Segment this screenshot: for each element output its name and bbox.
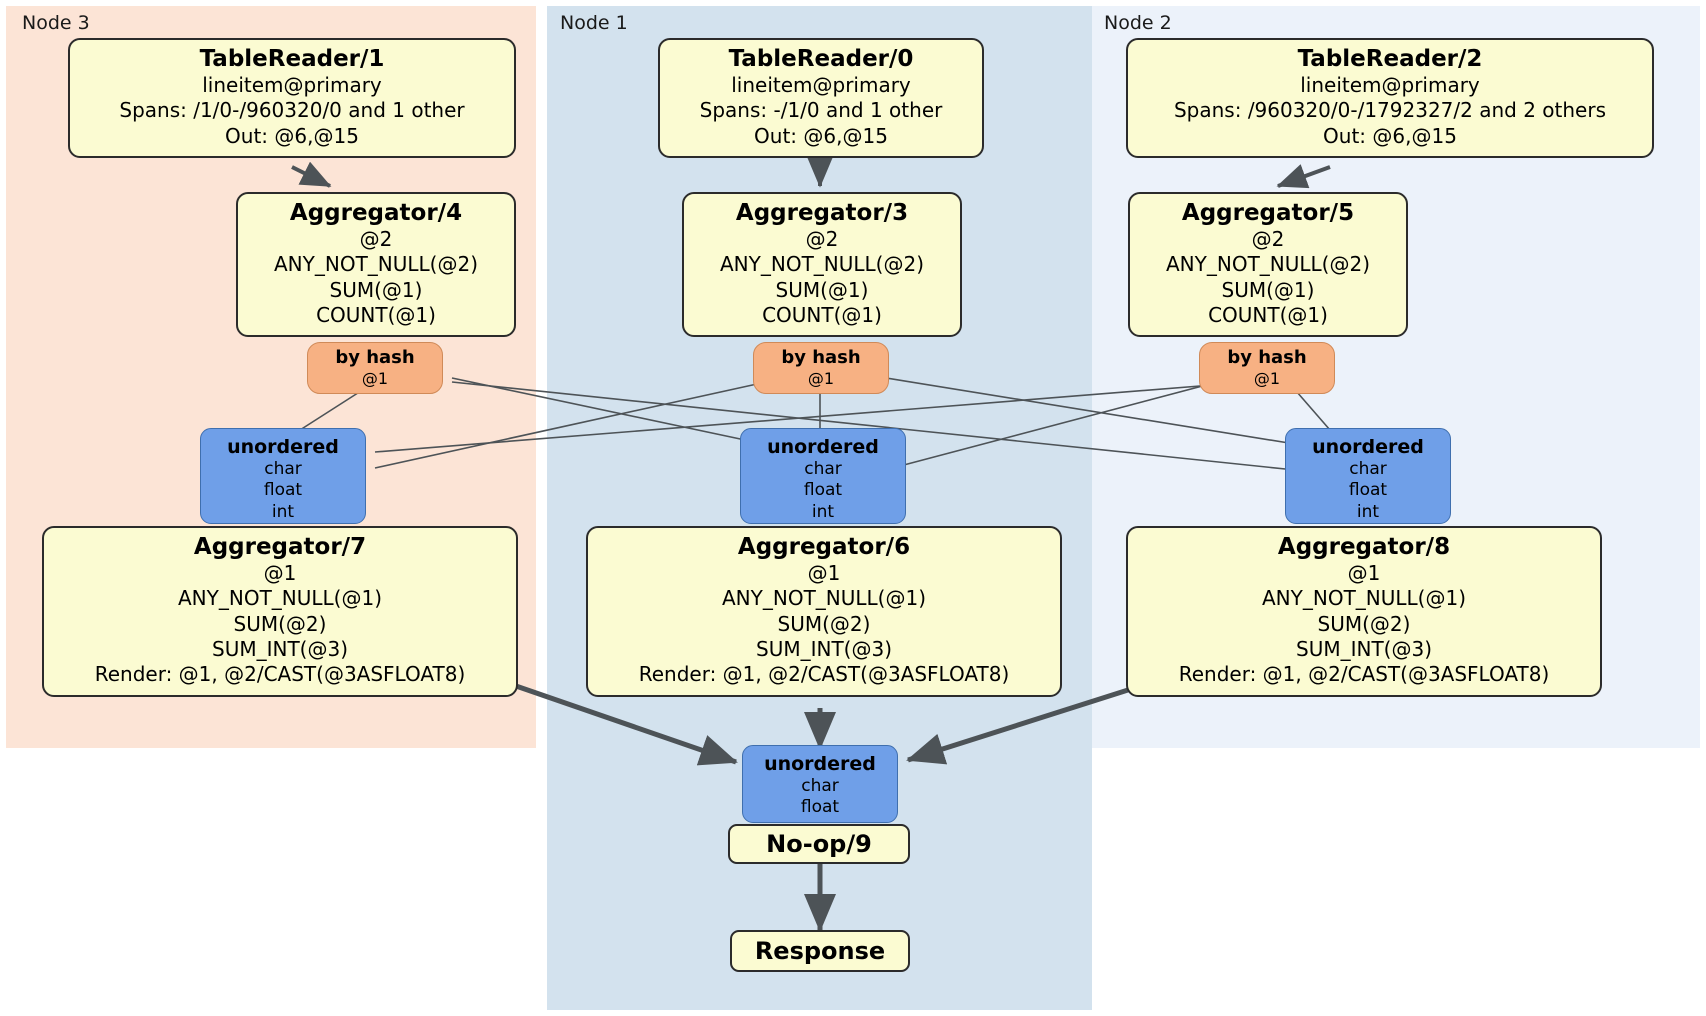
processor-line: ANY_NOT_NULL(@2)	[720, 252, 924, 277]
processor-table-reader-0[interactable]: TableReader/0 lineitem@primary Spans: -/…	[658, 38, 984, 159]
processor-line: ANY_NOT_NULL(@2)	[1166, 252, 1370, 277]
processor-title: No-op/9	[766, 830, 872, 858]
processor-line: lineitem@primary	[202, 72, 382, 97]
hash-router-badge-left[interactable]: by hash @1	[307, 342, 443, 394]
processor-line: Out: @6,@15	[225, 123, 359, 148]
router-type: float	[803, 480, 843, 501]
processor-response[interactable]: Response	[730, 930, 910, 972]
processor-title: Aggregator/4	[289, 200, 463, 226]
region-label-node-2: Node 2	[1104, 12, 1172, 34]
router-title: unordered	[227, 436, 339, 458]
processor-line: Spans: /960320/0-/1792327/2 and 2 others	[1173, 98, 1606, 123]
processor-line: Render: @1, @2/CAST(@3ASFLOAT8)	[638, 662, 1010, 687]
processor-line: ANY_NOT_NULL(@2)	[274, 252, 478, 277]
stream-receiver-unordered-left[interactable]: unordered char float int	[200, 428, 366, 524]
processor-title: Response	[754, 937, 886, 965]
hash-router-badge-middle[interactable]: by hash @1	[753, 342, 889, 394]
processor-line: SUM_INT(@3)	[212, 637, 348, 662]
processor-line: COUNT(@1)	[316, 303, 436, 328]
stream-receiver-unordered-right[interactable]: unordered char float int	[1285, 428, 1451, 524]
processor-aggregator-3[interactable]: Aggregator/3 @2 ANY_NOT_NULL(@2) SUM(@1)…	[682, 192, 962, 338]
processor-line: ANY_NOT_NULL(@1)	[722, 586, 926, 611]
router-type: char	[804, 458, 842, 479]
processor-line: COUNT(@1)	[1208, 303, 1328, 328]
processor-line: ANY_NOT_NULL(@1)	[1262, 586, 1466, 611]
processor-line: lineitem@primary	[1300, 72, 1480, 97]
processor-aggregator-6[interactable]: Aggregator/6 @1 ANY_NOT_NULL(@1) SUM(@2)…	[586, 526, 1062, 697]
processor-line: Spans: /1/0-/960320/0 and 1 other	[119, 98, 465, 123]
processor-line: Out: @6,@15	[1323, 123, 1457, 148]
stream-receiver-unordered-middle[interactable]: unordered char float int	[740, 428, 906, 524]
processor-line: SUM(@2)	[777, 611, 871, 636]
router-type: char	[1349, 458, 1387, 479]
region-label-node-1: Node 1	[560, 12, 628, 34]
router-type: int	[1356, 501, 1380, 522]
hash-badge-title: by hash	[781, 347, 861, 368]
router-title: unordered	[1312, 436, 1424, 458]
hash-badge-column: @1	[361, 368, 389, 388]
processor-line: @1	[807, 560, 841, 585]
processor-line: SUM(@2)	[233, 611, 327, 636]
hash-badge-column: @1	[807, 368, 835, 388]
processor-title: TableReader/2	[1297, 46, 1483, 72]
router-title: unordered	[764, 753, 876, 775]
processor-line: Out: @6,@15	[754, 123, 888, 148]
processor-title: Aggregator/3	[735, 200, 909, 226]
processor-line: SUM(@2)	[1317, 611, 1411, 636]
processor-table-reader-2[interactable]: TableReader/2 lineitem@primary Spans: /9…	[1126, 38, 1654, 159]
processor-title: TableReader/0	[728, 46, 914, 72]
stream-receiver-unordered-final[interactable]: unordered char float	[742, 745, 898, 823]
router-type: int	[811, 501, 835, 522]
hash-badge-title: by hash	[1227, 347, 1307, 368]
processor-aggregator-4[interactable]: Aggregator/4 @2 ANY_NOT_NULL(@2) SUM(@1)…	[236, 192, 516, 338]
hash-badge-column: @1	[1253, 368, 1281, 388]
processor-aggregator-5[interactable]: Aggregator/5 @2 ANY_NOT_NULL(@2) SUM(@1)…	[1128, 192, 1408, 338]
processor-line: COUNT(@1)	[762, 303, 882, 328]
processor-title: Aggregator/7	[193, 534, 367, 560]
hash-badge-title: by hash	[335, 347, 415, 368]
processor-line: SUM(@1)	[775, 277, 869, 302]
processor-line: lineitem@primary	[731, 72, 911, 97]
processor-line: SUM(@1)	[1221, 277, 1315, 302]
processor-line: Spans: -/1/0 and 1 other	[699, 98, 943, 123]
hash-router-badge-right[interactable]: by hash @1	[1199, 342, 1335, 394]
processor-table-reader-1[interactable]: TableReader/1 lineitem@primary Spans: /1…	[68, 38, 516, 159]
router-type: int	[271, 501, 295, 522]
router-type: float	[1348, 480, 1388, 501]
processor-noop-9[interactable]: No-op/9	[728, 824, 910, 864]
processor-line: ANY_NOT_NULL(@1)	[178, 586, 382, 611]
processor-line: Render: @1, @2/CAST(@3ASFLOAT8)	[1178, 662, 1550, 687]
processor-title: TableReader/1	[199, 46, 385, 72]
processor-title: Aggregator/6	[737, 534, 911, 560]
processor-line: @2	[805, 226, 839, 251]
router-type: char	[801, 775, 839, 796]
processor-line: @2	[1251, 226, 1285, 251]
router-type: char	[264, 458, 302, 479]
router-type: float	[800, 797, 840, 818]
processor-title: Aggregator/5	[1181, 200, 1355, 226]
processor-line: @1	[1347, 560, 1381, 585]
processor-title: Aggregator/8	[1277, 534, 1451, 560]
router-title: unordered	[767, 436, 879, 458]
processor-line: SUM(@1)	[329, 277, 423, 302]
processor-line: Render: @1, @2/CAST(@3ASFLOAT8)	[94, 662, 466, 687]
router-type: float	[263, 480, 303, 501]
processor-aggregator-8[interactable]: Aggregator/8 @1 ANY_NOT_NULL(@1) SUM(@2)…	[1126, 526, 1602, 697]
processor-aggregator-7[interactable]: Aggregator/7 @1 ANY_NOT_NULL(@1) SUM(@2)…	[42, 526, 518, 697]
region-label-node-3: Node 3	[22, 12, 90, 34]
processor-line: SUM_INT(@3)	[756, 637, 892, 662]
processor-line: @1	[263, 560, 297, 585]
processor-line: @2	[359, 226, 393, 251]
processor-line: SUM_INT(@3)	[1296, 637, 1432, 662]
